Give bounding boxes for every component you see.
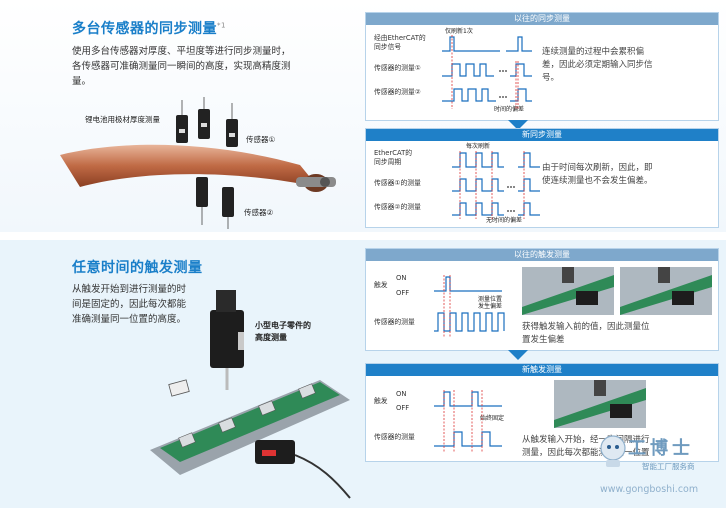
watermark: 工博士 智能工厂服务商 www.gongboshi.com	[598, 432, 722, 504]
battery-electrode-illustration	[60, 97, 336, 229]
down-arrow-1	[508, 120, 528, 130]
new-trigger-waveforms	[434, 390, 502, 452]
old-sync-waveforms	[442, 35, 532, 109]
old-trigger-header: 以往的触发测量	[366, 249, 718, 261]
old-trigger-photos	[522, 267, 712, 315]
down-arrow-2	[508, 350, 528, 360]
parts-label: 小型电子零件的 高度测量	[255, 321, 311, 342]
old-meas-label: 传感器的测量	[374, 318, 415, 326]
old-sync-box: 以往的同步测量 经由EtherCAT的同步信号 仅刷新1次 传感器的测量① 传感…	[365, 12, 719, 121]
section-description-sync: 使用多台传感器对厚度、平坦度等进行同步测量时， 各传感器可准确测量同一瞬间的高度…	[72, 46, 291, 87]
new-off-label: OFF	[396, 404, 410, 412]
new-sync-waveforms	[452, 151, 540, 219]
section-title-trigger: 任意时间的触发测量	[72, 260, 203, 276]
new-trigger-photo	[554, 380, 646, 428]
new-trigger-note: 从触发输入开始，经一定间隔进行 测量，因此每次都能测量同一位置	[522, 435, 650, 458]
old-refresh-label: 仅刷新1次	[445, 28, 473, 35]
new-on-label: ON	[396, 390, 407, 398]
new-ether-label: EtherCAT的同步周期	[374, 149, 413, 166]
old-sync-header: 以往的同步测量	[366, 13, 718, 25]
old-s1-label: 传感器的测量①	[374, 64, 421, 72]
watermark-brand: 工博士	[628, 438, 694, 459]
old-sync-note: 连续测量的过程中会累积偏 差，因此必须定期输入同步信 号。	[542, 47, 653, 83]
new-sync-box: 新同步测量 EtherCAT的同步周期 每次刷新 传感器①的测量 传感器②的测量…	[365, 128, 719, 228]
old-off-label: OFF	[396, 289, 410, 297]
sensor2-label: 传感器②	[244, 208, 274, 217]
material-label: 锂电池用极材厚度测量	[85, 115, 160, 124]
new-refresh-label: 每次刷新	[466, 143, 491, 150]
new-sync-header: 新同步测量	[366, 129, 718, 141]
sync-section: 多台传感器的同步测量*1 使用多台传感器对厚度、平坦度等进行同步测量时， 各传感…	[0, 0, 726, 232]
old-offset-label: 时间的偏差	[494, 106, 525, 113]
old-on-label: ON	[396, 274, 407, 282]
old-trigger-box: 以往的触发测量 触发 ON OFF 传感器的测量 测量位置发生偏差 获得触发输入…	[365, 248, 719, 351]
section-title-sync: 多台传感器的同步测量*1	[72, 21, 226, 37]
old-trigger-note: 获得触发输入前的值，因此测量位 置发生偏差	[522, 322, 650, 345]
old-offset-note: 测量位置发生偏差	[478, 296, 503, 310]
new-fixed-note: 始终固定	[480, 415, 505, 422]
new-offset-label: 无时间的偏差	[486, 217, 523, 224]
new-meas-label: 传感器的测量	[374, 433, 415, 441]
watermark-url: www.gongboshi.com	[600, 484, 699, 495]
new-trigger-box: 新触发测量 触发 ON OFF 传感器的测量 始终固定 从触发输入开始，经一定间…	[365, 363, 719, 462]
old-s2-label: 传感器的测量②	[374, 88, 421, 96]
new-s2-label: 传感器②的测量	[374, 203, 421, 211]
robot-mascot-icon	[600, 435, 626, 467]
trigger-section: 任意时间的触发测量 从触发开始到进行测量的时 间是固定的，因此每次都能 准确测量…	[0, 240, 726, 508]
new-trigger-header: 新触发测量	[366, 364, 718, 376]
watermark-slogan: 智能工厂服务商	[642, 462, 695, 471]
old-trigger-label: 触发	[374, 281, 388, 289]
new-sync-note: 由于时间每次刷新，因此，即 使连续测量也不会发生偏差。	[542, 163, 653, 186]
old-ether-label: 经由EtherCAT的同步信号	[374, 34, 426, 51]
sensor1-label: 传感器①	[246, 135, 276, 144]
electronic-parts-illustration	[150, 290, 351, 499]
new-s1-label: 传感器①的测量	[374, 179, 421, 187]
new-trigger-label: 触发	[374, 397, 388, 405]
section-description-trigger: 从触发开始到进行测量的时 间是固定的，因此每次都能 准确测量同一位置的高度。	[72, 284, 187, 325]
old-trigger-waveforms	[434, 275, 505, 337]
